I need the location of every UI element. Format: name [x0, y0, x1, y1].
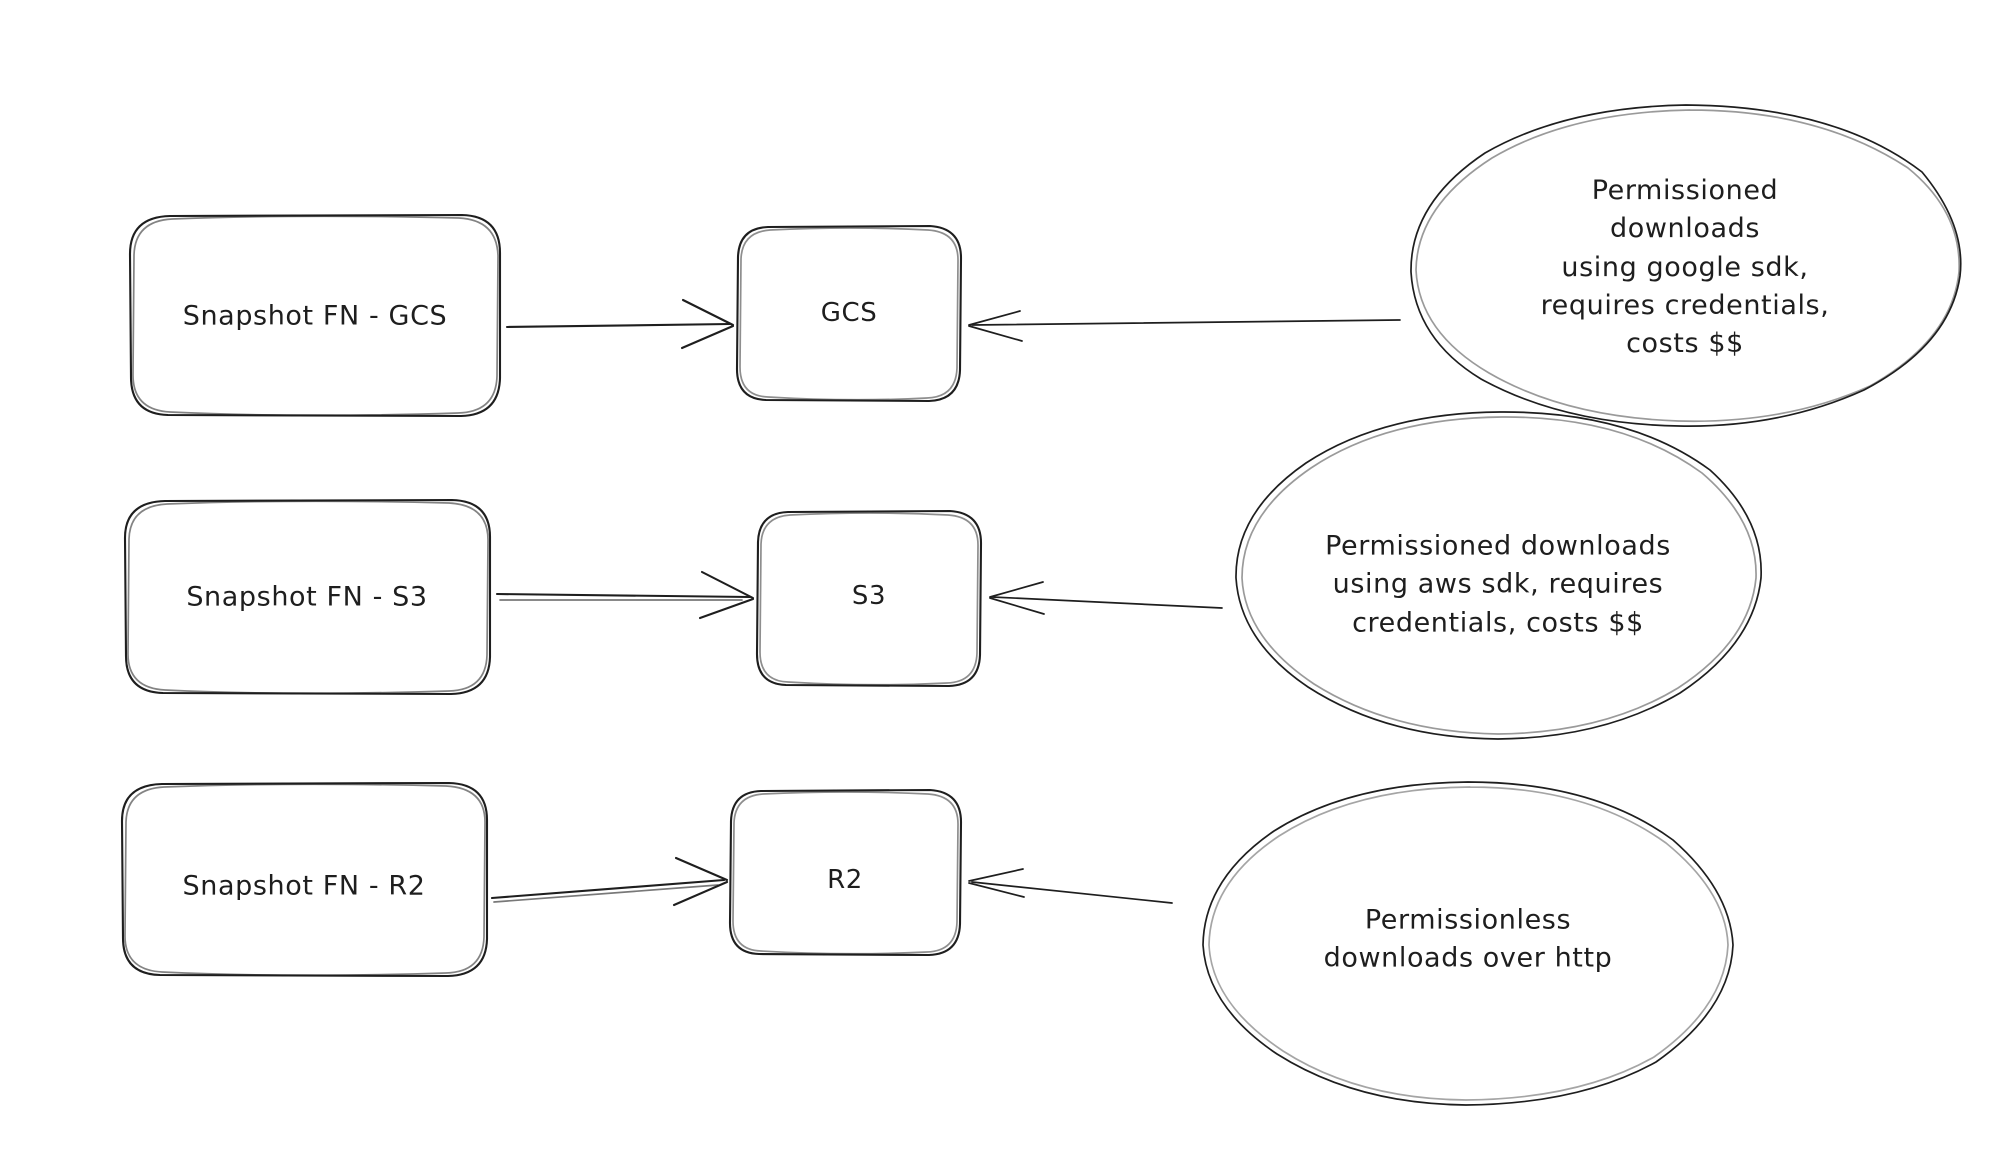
arrow-snapshot-fn-s3-to-s3 [495, 570, 755, 620]
node-snapshot-fn-r2[interactable] [120, 781, 489, 978]
row-s3 [123, 411, 1762, 740]
arrow-note-google-to-gcs [968, 310, 1401, 342]
node-snapshot-fn-gcs[interactable] [128, 213, 502, 418]
note-google-sdk[interactable] [1410, 104, 1962, 427]
arrow-snapshot-fn-r2-to-r2 [490, 856, 729, 907]
arrow-note-http-to-r2 [968, 868, 1173, 904]
row-r2 [120, 781, 1734, 1106]
node-s3[interactable] [755, 509, 983, 688]
note-permissionless-http[interactable] [1202, 781, 1734, 1106]
arrow-note-aws-to-s3 [989, 581, 1223, 615]
note-aws-sdk[interactable] [1235, 411, 1762, 740]
arrow-snapshot-fn-gcs-to-gcs [505, 298, 735, 350]
row-gcs [128, 104, 1962, 427]
node-gcs[interactable] [735, 224, 963, 403]
node-r2[interactable] [728, 788, 963, 957]
node-snapshot-fn-s3[interactable] [123, 498, 492, 696]
